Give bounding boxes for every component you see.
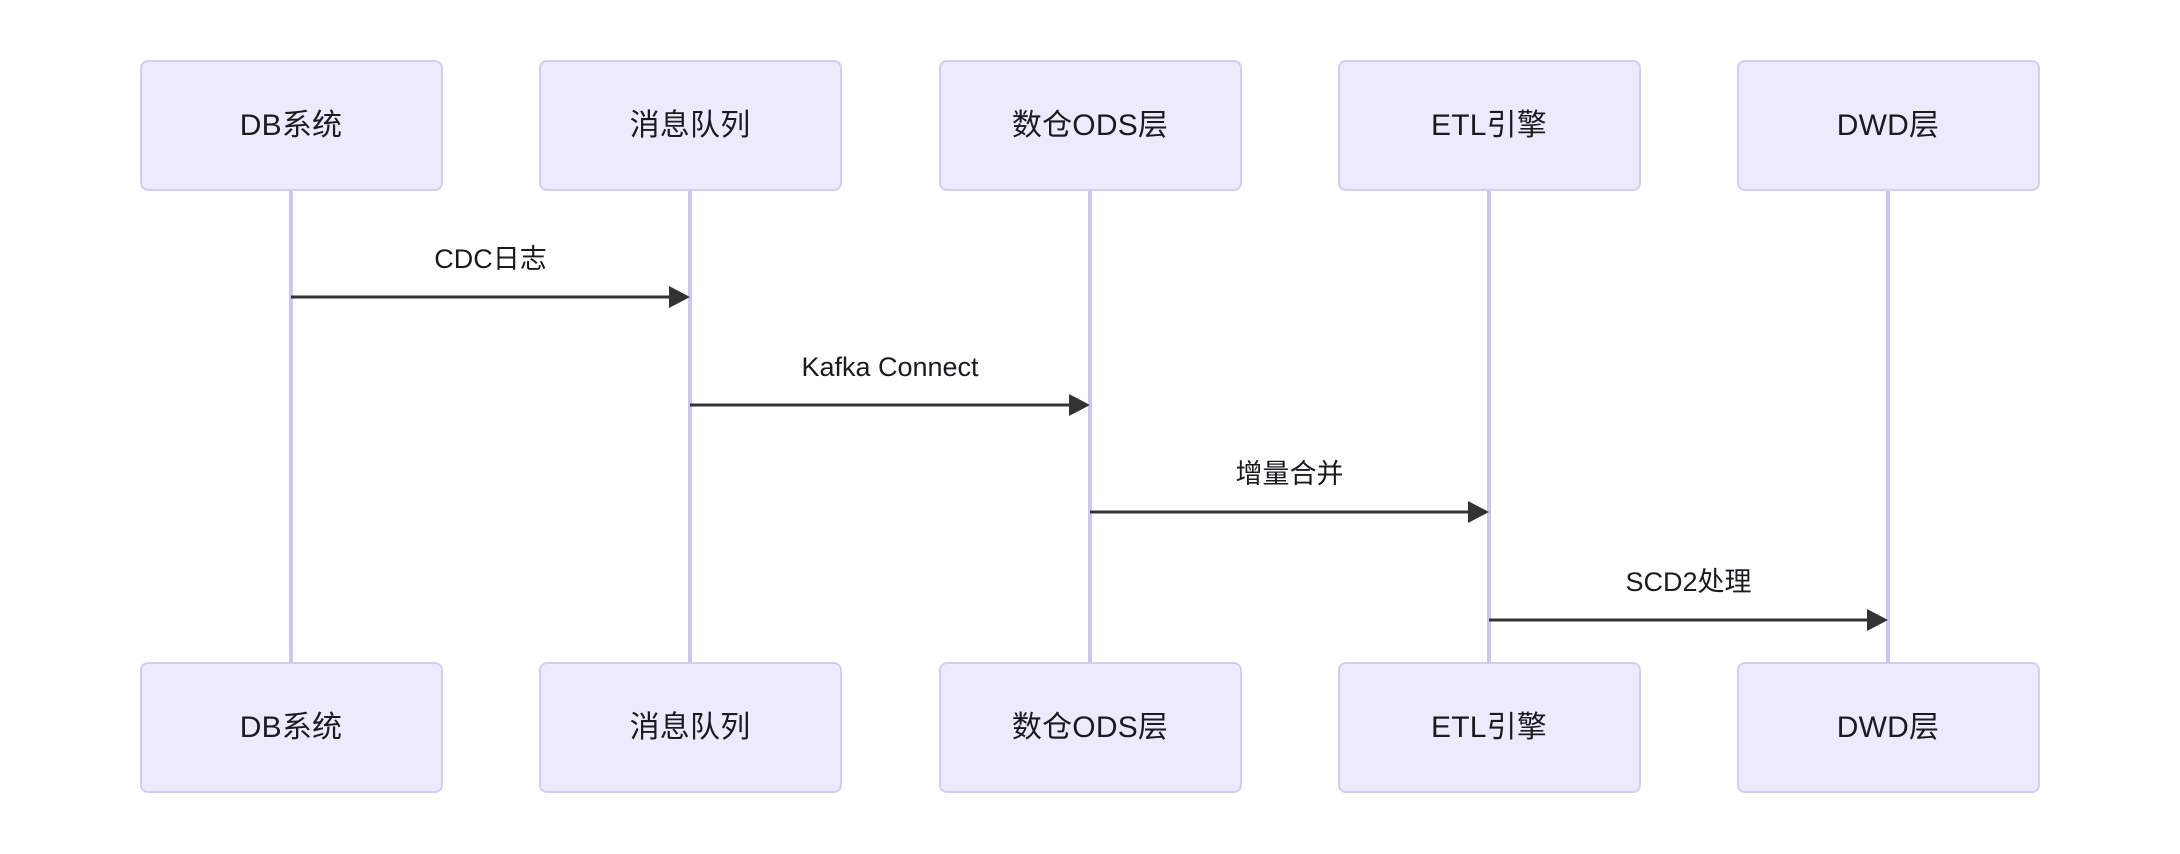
message-label-4: SCD2处理 xyxy=(1625,567,1752,597)
participant-footer-ods[interactable]: 数仓ODS层 xyxy=(938,662,1242,793)
arrowhead-icon-1 xyxy=(669,286,690,308)
message-line-2 xyxy=(690,403,1071,407)
participant-label-ods: 数仓ODS层 xyxy=(1011,108,1169,142)
arrowhead-icon-3 xyxy=(1468,501,1489,523)
message-label-1: CDC日志 xyxy=(434,244,547,274)
participant-label-db: DB系统 xyxy=(239,710,343,744)
arrowhead-icon-2 xyxy=(1069,394,1090,416)
participant-label-dwd: DWD层 xyxy=(1836,108,1940,142)
participant-label-db: DB系统 xyxy=(239,108,343,142)
message-line-4 xyxy=(1489,618,1869,622)
lifeline-db xyxy=(289,191,293,662)
message-line-3 xyxy=(1090,510,1470,514)
participant-label-mq: 消息队列 xyxy=(629,108,751,142)
participant-footer-db[interactable]: DB系统 xyxy=(139,662,443,793)
participant-header-db[interactable]: DB系统 xyxy=(139,60,443,191)
message-label-3: 增量合并 xyxy=(1235,459,1344,489)
lifeline-dwd xyxy=(1886,191,1890,662)
participant-header-ods[interactable]: 数仓ODS层 xyxy=(938,60,1242,191)
lifeline-etl xyxy=(1487,191,1491,662)
message-line-1 xyxy=(291,295,671,299)
participant-label-mq: 消息队列 xyxy=(629,710,751,744)
participant-footer-mq[interactable]: 消息队列 xyxy=(538,662,842,793)
participant-label-etl: ETL引擎 xyxy=(1430,108,1548,142)
participant-header-mq[interactable]: 消息队列 xyxy=(538,60,842,191)
arrowhead-icon-4 xyxy=(1867,609,1888,631)
participant-footer-etl[interactable]: ETL引擎 xyxy=(1337,662,1641,793)
lifeline-mq xyxy=(688,191,692,662)
participant-label-etl: ETL引擎 xyxy=(1430,710,1548,744)
participant-label-ods: 数仓ODS层 xyxy=(1011,710,1169,744)
participant-header-dwd[interactable]: DWD层 xyxy=(1736,60,2040,191)
participant-label-dwd: DWD层 xyxy=(1836,710,1940,744)
lifeline-ods xyxy=(1088,191,1092,662)
participant-footer-dwd[interactable]: DWD层 xyxy=(1736,662,2040,793)
participant-header-etl[interactable]: ETL引擎 xyxy=(1337,60,1641,191)
message-label-2: Kafka Connect xyxy=(801,352,979,382)
